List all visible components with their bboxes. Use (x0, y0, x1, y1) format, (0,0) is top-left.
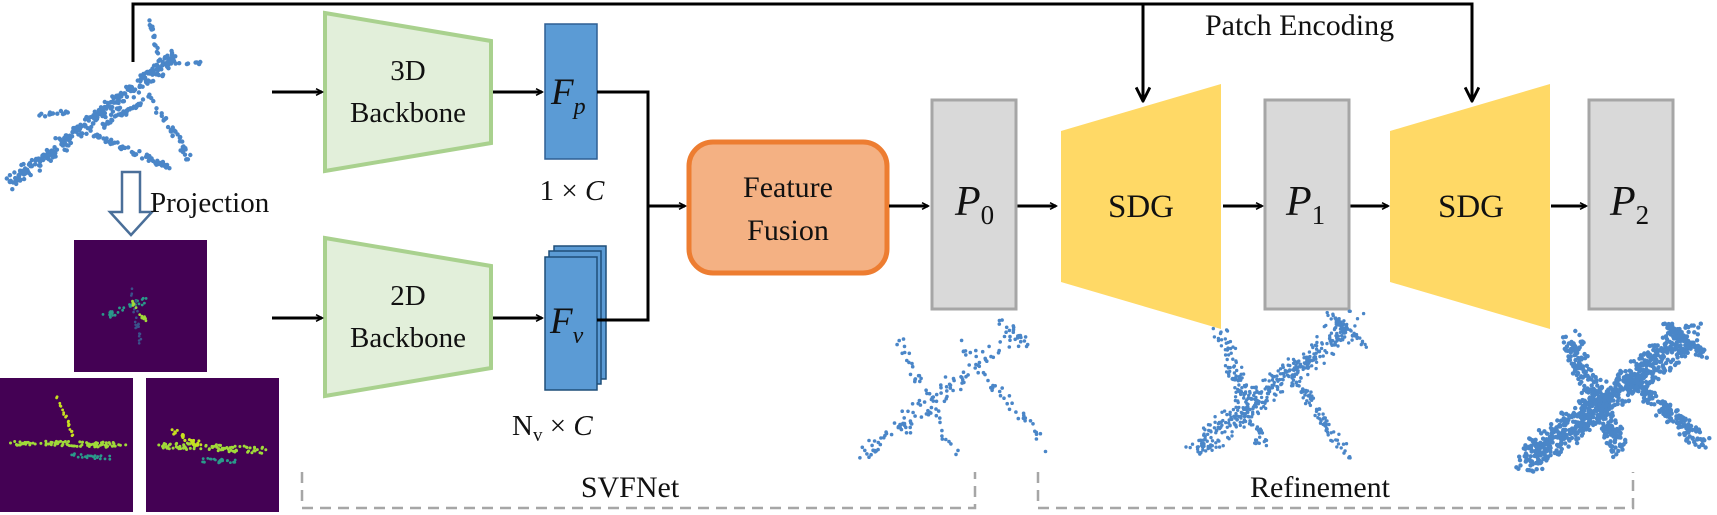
sdg-block-2: SDG (1390, 84, 1550, 329)
p0-sparse-cloud (858, 318, 1048, 460)
backbone-2d: 2D Backbone (323, 235, 493, 399)
projection-image-right (146, 378, 279, 512)
p1-dense-cloud (1184, 309, 1369, 460)
projection-label: Projection (150, 187, 270, 219)
p1-box: P1 (1263, 98, 1351, 311)
feature-fusion-block: Feature Fusion (686, 139, 890, 276)
p2-complete-cloud (1514, 321, 1712, 474)
backbone-2d-label-line1: 2D (390, 280, 425, 312)
backbone-3d-label-line2: Backbone (350, 97, 466, 129)
p0-sub-label: 0 (981, 200, 995, 230)
p2-main-label: P (1609, 179, 1636, 225)
p1-sub-label: 1 (1312, 200, 1326, 230)
projection-image-top (74, 240, 207, 372)
fp-sub-label: p (572, 94, 586, 120)
svfnet-label: SVFNet (581, 471, 680, 504)
fv-sub-label: v (573, 323, 584, 349)
fv-dimension-label: Nv × C (512, 410, 593, 446)
p2-sub-label: 2 (1636, 200, 1650, 230)
feature-fp: Fp (544, 23, 598, 160)
p1-main-label: P (1285, 179, 1312, 225)
svg-text:P0: P0 (954, 179, 994, 230)
sdg1-label: SDG (1108, 189, 1174, 225)
fusion-label-line2: Fusion (747, 214, 829, 247)
svg-text:P2: P2 (1609, 179, 1649, 230)
projection-image-left (0, 378, 133, 512)
sdg-block-1: SDG (1061, 84, 1221, 329)
backbone-input-arrows (272, 92, 542, 318)
patch-encoding-connector (131, 2, 1472, 100)
fusion-label-line1: Feature (743, 171, 833, 204)
p0-main-label: P (954, 179, 981, 225)
refinement-label: Refinement (1250, 471, 1391, 504)
fusion-connectors (597, 90, 685, 322)
sdg2-label: SDG (1438, 189, 1504, 225)
svg-text:Fv: Fv (549, 301, 584, 349)
fp-main-label: F (550, 72, 574, 113)
p2-box: P2 (1587, 98, 1675, 311)
p0-box: P0 (930, 98, 1018, 311)
backbone-3d: 3D Backbone (323, 10, 493, 174)
projection-arrow (107, 170, 155, 237)
svg-text:Fp: Fp (550, 72, 586, 120)
svg-text:P1: P1 (1285, 179, 1325, 230)
input-point-cloud (4, 18, 203, 192)
backbone-2d-label-line2: Backbone (350, 322, 466, 354)
fp-dimension-label: 1 × C (540, 175, 605, 207)
group-brackets (300, 472, 1635, 510)
fv-main-label: F (549, 301, 573, 342)
feature-fv: Fv (544, 245, 607, 391)
patch-encoding-label: Patch Encoding (1205, 9, 1394, 42)
backbone-3d-label-line1: 3D (390, 55, 425, 87)
